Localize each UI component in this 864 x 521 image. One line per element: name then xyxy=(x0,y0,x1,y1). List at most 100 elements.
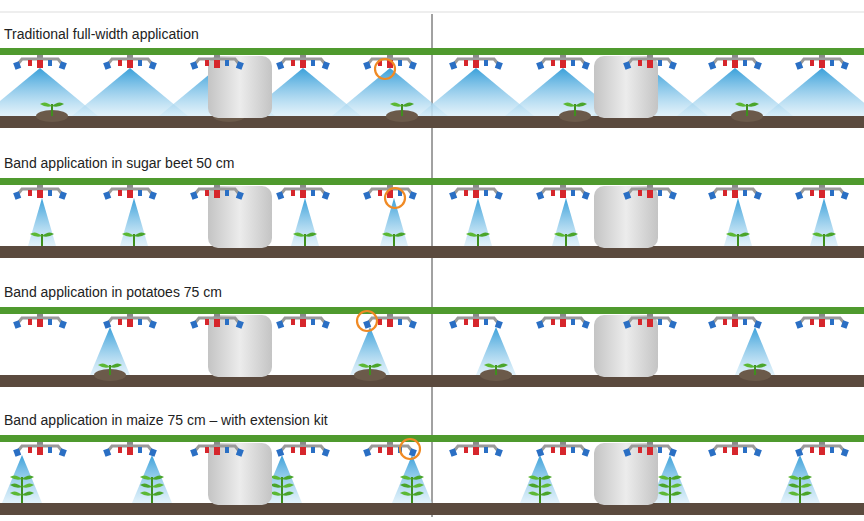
nozzle-body xyxy=(190,442,244,457)
tractor-wheel xyxy=(594,315,658,377)
nozzle-body xyxy=(13,442,67,457)
spray-cone xyxy=(291,198,319,246)
crop-plant xyxy=(140,475,164,503)
crop-plant xyxy=(30,232,54,246)
crop-plant xyxy=(480,363,512,381)
nozzle-body xyxy=(536,185,590,200)
spray-cone xyxy=(132,455,172,503)
crop-plant xyxy=(36,102,68,122)
highlight-ring xyxy=(375,59,395,79)
tractor-wheel xyxy=(594,56,658,118)
nozzle-body xyxy=(449,55,503,70)
spray-cone xyxy=(810,198,838,246)
spray-cone xyxy=(464,198,492,246)
crop-plant xyxy=(658,475,682,503)
crop-plant xyxy=(354,363,386,381)
crop-plant xyxy=(559,102,591,122)
nozzle-body xyxy=(190,55,244,70)
tractor-wheel xyxy=(208,443,272,505)
ground xyxy=(0,503,864,515)
crop-plant xyxy=(466,232,490,246)
nozzle-body xyxy=(536,442,590,457)
spray-boom xyxy=(0,307,864,314)
crop-plant xyxy=(812,232,836,246)
nozzle-body xyxy=(623,314,677,329)
crop-plant xyxy=(554,232,578,246)
spray-boom xyxy=(0,178,864,185)
spray-cone xyxy=(120,198,148,246)
nozzle-body xyxy=(623,185,677,200)
crop-plant xyxy=(726,232,750,246)
crop-plant xyxy=(293,232,317,246)
tractor-wheel xyxy=(208,56,272,118)
nozzle-body xyxy=(536,314,590,329)
nozzle-body xyxy=(13,55,67,70)
spray-boom xyxy=(0,48,864,55)
row-title: Band application in potatoes 75 cm xyxy=(4,284,225,300)
nozzle-body xyxy=(103,442,157,457)
spray-cone xyxy=(476,327,516,375)
spray-cone xyxy=(735,327,775,375)
nozzle-body xyxy=(708,314,762,329)
crop-plant xyxy=(386,102,418,122)
highlight-ring xyxy=(400,439,420,459)
nozzle-body xyxy=(795,55,849,70)
tractor-wheel xyxy=(594,186,658,248)
row-title: Traditional full-width application xyxy=(4,26,202,42)
nozzle-body xyxy=(623,55,677,70)
crop-plant xyxy=(400,475,424,503)
crop-plant xyxy=(739,363,771,381)
spray-cone xyxy=(552,198,580,246)
crop-plant xyxy=(94,363,126,381)
spray-cone xyxy=(764,68,864,116)
nozzle-body xyxy=(363,55,417,70)
spray-cone xyxy=(380,198,408,246)
row-title: Band application in sugar beet 50 cm xyxy=(4,155,237,171)
crop-plant xyxy=(382,232,406,246)
crop-plant xyxy=(528,475,552,503)
nozzle-body xyxy=(276,55,330,70)
highlight-ring xyxy=(385,188,405,208)
spray-cone xyxy=(780,455,820,503)
row-title: Band application in maize 75 cm – with e… xyxy=(4,412,331,428)
nozzle-body xyxy=(708,442,762,457)
nozzle-body xyxy=(708,185,762,200)
highlight-ring xyxy=(357,311,377,331)
spray-cone xyxy=(2,455,42,503)
ground xyxy=(0,246,864,258)
nozzle-body xyxy=(795,185,849,200)
spray-boom xyxy=(0,435,864,442)
nozzle-body xyxy=(449,442,503,457)
nozzle-body xyxy=(190,185,244,200)
crop-plant xyxy=(270,475,294,503)
nozzle-body xyxy=(13,314,67,329)
nozzle-body xyxy=(103,55,157,70)
nozzle-body xyxy=(363,185,417,200)
nozzle-body xyxy=(103,185,157,200)
nozzle-body xyxy=(276,185,330,200)
spray-cone xyxy=(90,327,130,375)
crop-plant xyxy=(731,102,763,122)
tractor-wheel xyxy=(208,315,272,377)
nozzle-body xyxy=(795,314,849,329)
crop-plant xyxy=(10,475,34,503)
nozzle-body xyxy=(103,314,157,329)
tractor-wheel xyxy=(208,186,272,248)
nozzle-body xyxy=(190,314,244,329)
crop-plant xyxy=(122,232,146,246)
nozzle-body xyxy=(623,442,677,457)
tractor-wheel xyxy=(594,443,658,505)
nozzle-body xyxy=(536,55,590,70)
nozzle-body xyxy=(13,185,67,200)
nozzle-body xyxy=(449,185,503,200)
ground xyxy=(0,375,864,387)
spray-cone xyxy=(28,198,56,246)
spray-cone xyxy=(350,327,390,375)
spray-cone xyxy=(392,455,432,503)
nozzle-body xyxy=(795,442,849,457)
nozzle-body xyxy=(363,442,417,457)
crop-plant xyxy=(788,475,812,503)
nozzle-body xyxy=(363,314,417,329)
nozzle-body xyxy=(276,314,330,329)
